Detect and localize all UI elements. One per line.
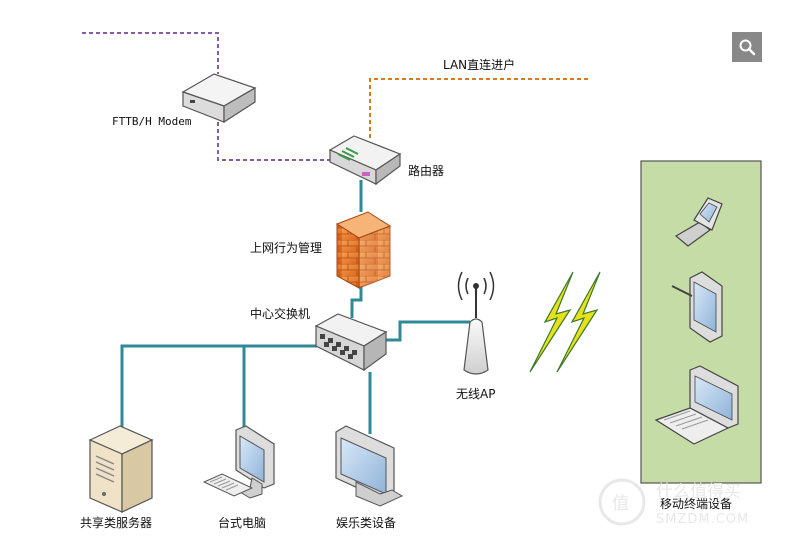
firewall-icon: [335, 211, 392, 289]
lightning-icon: [529, 271, 601, 373]
modem-icon: [181, 73, 257, 124]
search-icon: [739, 39, 756, 56]
phone-icon: [674, 197, 723, 247]
tablet-icon: [671, 271, 723, 343]
mobile-label: 移动终端设备: [660, 496, 732, 511]
watermark-logo: 值 什么值得买 SMZDM.COM: [598, 478, 749, 527]
server-icon: [88, 425, 154, 513]
search-button[interactable]: [732, 32, 762, 62]
ethernet-links: [120, 180, 470, 434]
wireless-ap-icon: [457, 271, 495, 375]
server-label: 共享类服务器: [80, 515, 152, 530]
lan-link: [369, 78, 588, 140]
modem-label: FTTB/H Modem: [112, 115, 192, 128]
switch-icon: [314, 313, 388, 372]
mobile-devices-panel: 移动终端设备: [640, 160, 762, 511]
desktop-label: 台式电脑: [218, 515, 266, 530]
fttb-link: [82, 32, 330, 161]
router-label: 路由器: [408, 163, 444, 178]
watermark-line2: SMZDM.COM: [656, 512, 749, 527]
watermark-line1: 什么值得买: [656, 482, 741, 502]
entertainment-label: 娱乐类设备: [336, 516, 396, 530]
switch-label: 中心交换机: [250, 306, 310, 321]
ap-label: 无线AP: [456, 387, 495, 401]
lan-label: LAN直连进户: [443, 57, 515, 72]
firewall-label: 上网行为管理: [250, 240, 322, 255]
desktop-icon: [202, 425, 275, 499]
laptop-icon: [654, 365, 739, 445]
entertainment-device-icon: [335, 425, 404, 507]
router-icon: [328, 135, 402, 186]
watermark-logo-char: 值: [612, 494, 629, 514]
